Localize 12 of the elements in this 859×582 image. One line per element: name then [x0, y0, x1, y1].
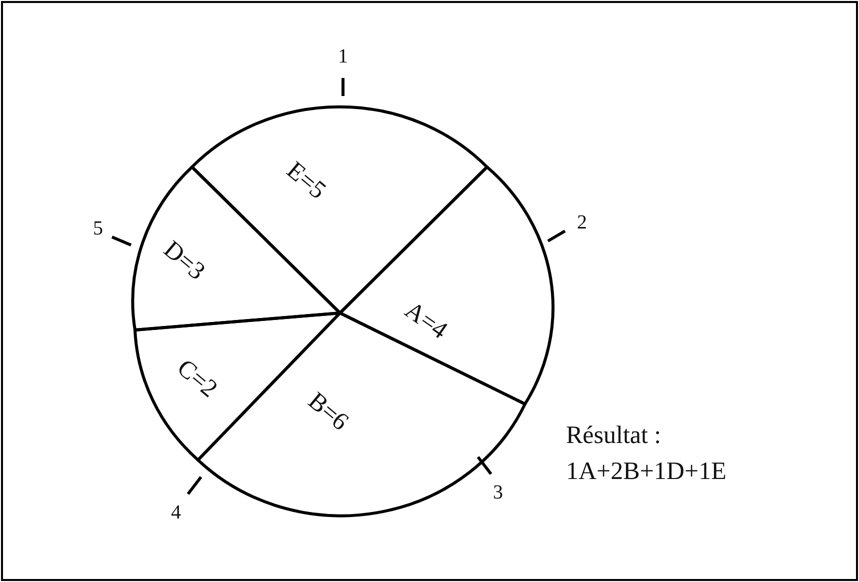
result-text: Résultat :	[566, 422, 662, 450]
tick-number: 5	[93, 218, 103, 240]
sector-label: E=5	[281, 156, 331, 204]
tick-number: 3	[493, 482, 503, 504]
sector-label: B=6	[302, 387, 354, 436]
sector-label: D=3	[158, 236, 210, 286]
sector-label: A=4	[400, 296, 452, 344]
result-text: 1A+2B+1D+1E	[566, 458, 726, 486]
tick-number: 1	[338, 46, 348, 68]
tick-number: 2	[577, 212, 587, 234]
sector-label: C=2	[172, 354, 222, 403]
tick-number: 4	[171, 502, 181, 524]
